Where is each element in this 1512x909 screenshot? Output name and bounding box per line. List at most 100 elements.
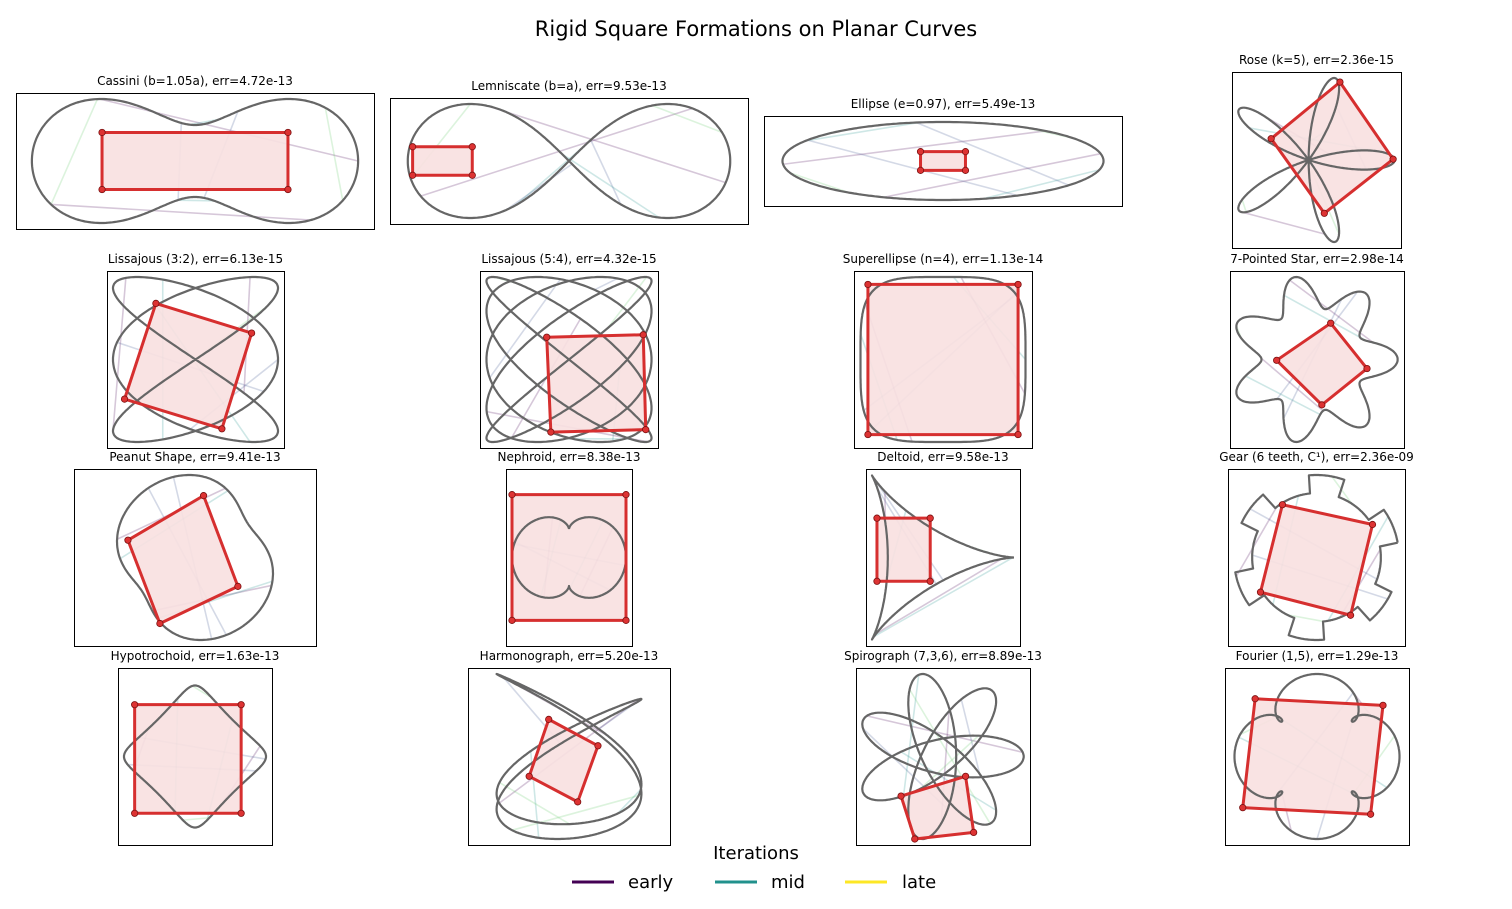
panel-frame (506, 469, 633, 647)
panel-ellipse: Ellipse (e=0.97), err=5.49e-13 (764, 97, 1123, 207)
square-vertex (1367, 810, 1375, 818)
iteration-trail (590, 139, 622, 205)
square-fill (920, 151, 966, 171)
panel-frame (480, 271, 659, 449)
square-vertex (218, 425, 226, 433)
iteration-trail (1245, 375, 1321, 416)
square-fill (127, 495, 238, 624)
square-vertex (409, 171, 417, 179)
square-vertex (864, 430, 872, 439)
square-vertex (156, 619, 164, 628)
iteration-trail (1235, 506, 1278, 577)
iteration-trail (50, 98, 99, 205)
curve-path (495, 672, 643, 841)
panel-lissajous54: Lissajous (5:4), err=4.32e-15 (480, 252, 659, 449)
panel-fourier: Fourier (1,5), err=1.29e-13 (1225, 649, 1410, 846)
iteration-trail (908, 689, 991, 824)
square-vertex (1014, 430, 1022, 439)
iteration-trail (915, 121, 1070, 186)
panel-lissajous32: Lissajous (3:2), err=6.13e-15 (107, 252, 285, 449)
square-vertex (622, 491, 630, 499)
square-vertex (1318, 401, 1326, 409)
iteration-trail (505, 163, 573, 211)
square-vertex (525, 772, 533, 780)
square-vertex (1346, 611, 1355, 619)
square-fill (412, 146, 473, 176)
square-vertex (1389, 155, 1397, 163)
panel-lemniscate: Lemniscate (b=a), err=9.53e-13 (390, 79, 749, 225)
panel-gear: Gear (6 teeth, C¹), err=2.36e-09 (1219, 450, 1414, 647)
iteration-trail (1242, 211, 1326, 235)
panel-harmonograph: Harmonograph, err=5.20e-13 (468, 649, 671, 846)
square-vertex (1336, 78, 1344, 86)
square-vertex (961, 772, 970, 780)
iteration-trail (607, 276, 648, 329)
panel-frame (74, 469, 317, 647)
iteration-trail (594, 277, 618, 291)
iteration-trail (487, 105, 726, 184)
square-vertex (1273, 356, 1281, 364)
iteration-trail (324, 107, 344, 201)
square-fill (1260, 504, 1373, 616)
curve-path (1233, 672, 1401, 841)
curve-path (870, 474, 1015, 641)
square-vertex (970, 828, 978, 837)
square-vertex (468, 171, 476, 179)
square-fill (1276, 323, 1368, 405)
curve-path (781, 120, 1105, 202)
legend-title: Iterations (713, 843, 799, 864)
iteration-trail (782, 130, 1046, 166)
square-vertex (1251, 695, 1259, 703)
square-vertex (131, 701, 139, 709)
panel-star7: 7-Pointed Star, err=2.98e-14 (1230, 252, 1405, 449)
iteration-trail (1286, 613, 1324, 623)
square-vertex (120, 395, 129, 403)
panel-frame (390, 98, 749, 225)
square-vertex (916, 166, 925, 174)
panel-title: Gear (6 teeth, C¹), err=2.36e-09 (1219, 450, 1414, 464)
square-vertex (409, 143, 417, 151)
square-vertex (642, 426, 650, 434)
iteration-trail (420, 107, 693, 197)
panel-superellipse: Superellipse (n=4), err=1.13e-14 (843, 252, 1043, 449)
panel-title: Ellipse (e=0.97), err=5.49e-13 (851, 97, 1036, 111)
iteration-trail (1283, 294, 1367, 342)
iteration-trail (51, 203, 311, 221)
square-vertex (926, 514, 934, 522)
panel-spirograph: Spirograph (7,3,6), err=8.89e-13 (844, 649, 1042, 846)
square-fill (102, 132, 288, 190)
square-vertex (545, 715, 553, 723)
panel-frame (107, 271, 285, 449)
square-vertex (961, 166, 970, 174)
curve-path (1235, 275, 1399, 444)
square-vertex (911, 835, 919, 843)
panel-title: Lissajous (3:2), err=6.13e-15 (108, 252, 283, 266)
iteration-trail (617, 788, 642, 815)
square-vertex (284, 185, 292, 194)
legend-label-mid: mid (771, 872, 805, 893)
iteration-trail (960, 699, 982, 778)
figure-title: Rigid Square Formations on Planar Curves (535, 17, 977, 41)
square-vertex (1327, 319, 1335, 327)
iteration-trail (99, 98, 359, 162)
square-vertex (98, 128, 106, 137)
panel-title: Hypotrochoid, err=1.63e-13 (111, 649, 280, 663)
square-fill (867, 284, 1019, 435)
square-vertex (873, 577, 881, 585)
legend: Iterations early mid late (572, 843, 936, 893)
iteration-trail (873, 556, 1014, 638)
square-vertex (622, 616, 630, 624)
square-vertex (1278, 501, 1287, 509)
iteration-trail (182, 817, 210, 821)
iteration-trail (875, 558, 1002, 635)
iteration-trail (561, 153, 660, 219)
square-vertex (1368, 520, 1377, 529)
curve-path (1237, 76, 1396, 244)
iteration-trail (652, 104, 723, 134)
square-vertex (864, 280, 872, 289)
square-vertex (961, 148, 970, 156)
square-vertex (284, 128, 292, 137)
square-fill (876, 518, 931, 582)
curve-path (1234, 473, 1399, 642)
